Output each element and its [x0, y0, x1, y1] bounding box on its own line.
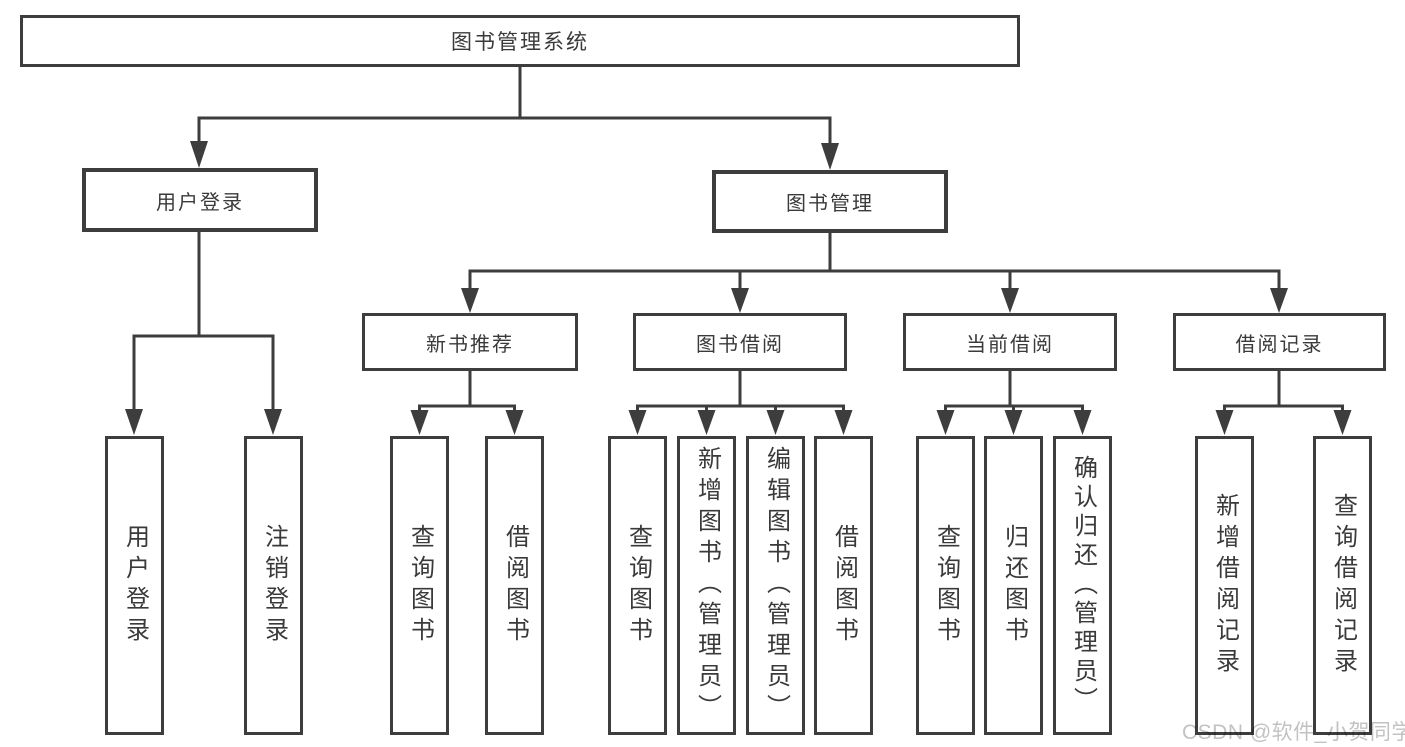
connector-borrow-records-to-leaves	[1215, 371, 1352, 435]
arrowhead-down-icon	[1215, 410, 1234, 435]
arrowhead-down-icon	[410, 410, 429, 435]
node-label: 当前借阅	[966, 333, 1054, 356]
connector-root-to-level2	[190, 66, 839, 170]
node-label: 图书借阅	[696, 333, 784, 356]
leaf-label: 借阅图书	[830, 523, 858, 648]
node-new-book-recommend: 新书推荐	[362, 313, 578, 371]
arrowhead-down-icon	[1333, 410, 1352, 435]
leaf-label: 查询图书	[624, 523, 652, 648]
connector-current-borrow-to-leaves	[936, 371, 1092, 435]
leaf-label: 新增图书（管理员）	[693, 446, 721, 725]
leaf-user-login: 用户登录	[105, 436, 164, 735]
arrowhead-down-icon	[264, 409, 282, 435]
leaf-label: 借阅图书	[501, 523, 529, 648]
leaf-logout-login: 注销登录	[244, 436, 303, 735]
connector-line	[418, 371, 516, 414]
connector-user-login-to-leaves	[125, 232, 282, 435]
node-label: 用户登录	[156, 191, 244, 214]
arrowhead-down-icon	[766, 410, 785, 435]
leaf-label: 确认归还（管理员）	[1069, 455, 1097, 716]
node-user-login: 用户登录	[82, 168, 318, 232]
csdn-watermark: CSDN @软件_小贺同学	[1182, 721, 1405, 744]
node-borrow-records: 借阅记录	[1173, 313, 1386, 371]
leaf-label: 新增借阅记录	[1211, 492, 1239, 679]
arrowhead-down-icon	[1004, 410, 1023, 435]
connector-line	[636, 371, 845, 414]
leaf-add-borrow-record: 新增借阅记录	[1195, 436, 1254, 735]
connector-new-book-recommend-to-leaves	[410, 371, 524, 435]
node-label: 图书管理系统	[451, 31, 589, 54]
leaf-query-borrow-record: 查询借阅记录	[1313, 436, 1372, 735]
arrowhead-down-icon	[1073, 410, 1092, 435]
node-current-borrow: 当前借阅	[903, 313, 1117, 371]
leaf-label: 归还图书	[1000, 523, 1028, 648]
arrowhead-down-icon	[1001, 288, 1019, 313]
leaf-label: 注销登录	[260, 523, 288, 648]
connector-line	[1223, 371, 1344, 414]
leaf-recommend-query-books: 查询图书	[390, 436, 449, 735]
node-label: 图书管理	[786, 193, 874, 215]
node-book-borrow: 图书借阅	[633, 313, 847, 371]
node-label: 借阅记录	[1235, 333, 1324, 356]
arrowhead-down-icon	[628, 410, 647, 435]
connector-book-management-to-level3	[461, 233, 1288, 313]
arrowhead-down-icon	[936, 410, 955, 435]
connector-line	[132, 232, 275, 412]
connector-book-borrow-to-leaves	[628, 371, 853, 435]
leaf-return-books: 归还图书	[984, 436, 1043, 735]
arrowhead-down-icon	[834, 410, 853, 435]
arrowhead-down-icon	[731, 288, 749, 313]
node-root-library-management-system: 图书管理系统	[20, 15, 1020, 67]
arrowhead-down-icon	[1270, 288, 1288, 313]
leaf-recommend-borrow-books: 借阅图书	[485, 436, 544, 735]
node-book-management: 图书管理	[712, 170, 948, 233]
leaf-borrow-borrow-books: 借阅图书	[814, 436, 873, 735]
arrowhead-down-icon	[697, 410, 716, 435]
leaf-add-books-admin: 新增图书（管理员）	[677, 436, 736, 735]
arrowhead-down-icon	[461, 288, 479, 313]
leaf-label: 查询图书	[406, 523, 434, 648]
arrowhead-down-icon	[190, 141, 208, 168]
node-label: 新书推荐	[426, 333, 514, 356]
leaf-confirm-return-admin: 确认归还（管理员）	[1053, 436, 1112, 735]
leaf-label: 编辑图书（管理员）	[762, 446, 790, 725]
arrowhead-down-icon	[505, 410, 524, 435]
arrowhead-down-icon	[125, 409, 143, 435]
leaf-current-query-books: 查询图书	[916, 436, 975, 735]
connector-line	[468, 233, 1281, 292]
leaf-label: 用户登录	[121, 523, 149, 648]
leaf-borrow-query-books: 查询图书	[608, 436, 667, 735]
leaf-label: 查询图书	[932, 523, 960, 648]
leaf-label: 查询借阅记录	[1329, 492, 1357, 679]
connector-line	[944, 371, 1084, 414]
arrowhead-down-icon	[821, 143, 839, 170]
leaf-edit-books-admin: 编辑图书（管理员）	[746, 436, 805, 735]
connector-line	[197, 66, 832, 147]
